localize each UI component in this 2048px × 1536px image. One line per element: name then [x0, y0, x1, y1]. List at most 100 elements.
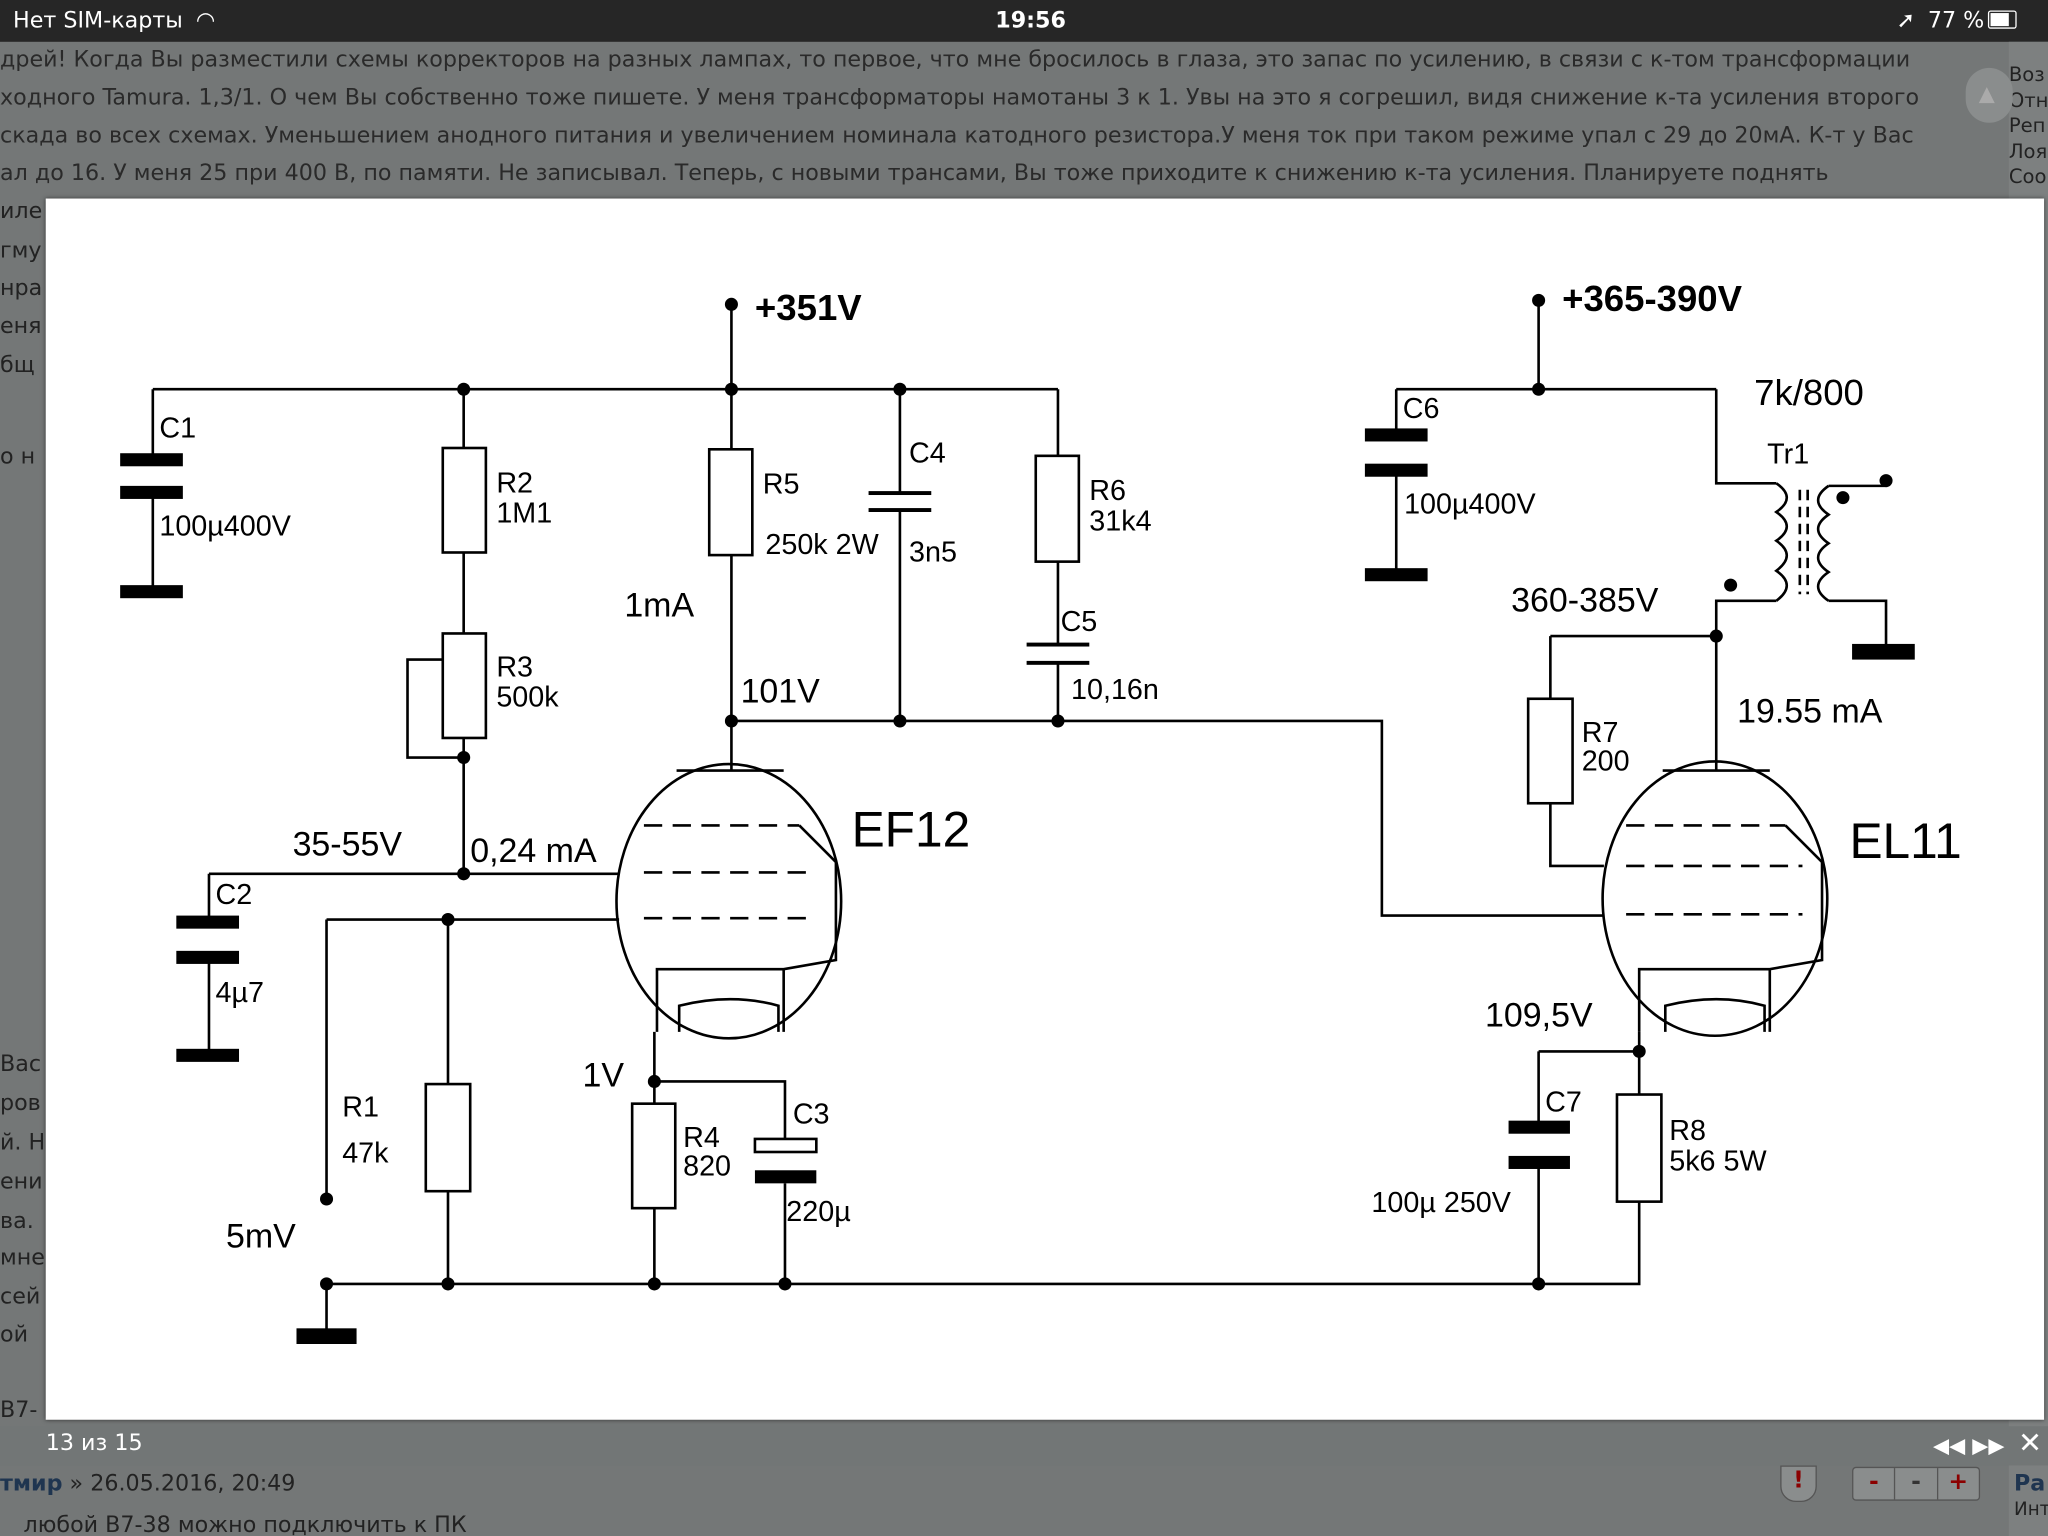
bg-fragment: ени — [0, 1168, 43, 1196]
voltage-label: +351V — [755, 287, 862, 328]
post-header: тмир » 26.05.2016, 20:49 — [0, 1471, 295, 1497]
tube-label: EF12 — [852, 801, 971, 857]
c4-label: C4 — [909, 437, 946, 469]
voltage-label: +365-390V — [1562, 278, 1743, 319]
bg-fragment: Вас — [0, 1051, 42, 1078]
sidebar-fragment: Реп — [2008, 113, 2046, 138]
report-button[interactable]: ! — [1780, 1465, 1817, 1503]
current-label: 0,24 mA — [470, 832, 597, 870]
vote-controls: - - + — [1852, 1466, 1981, 1501]
vote-minus-button[interactable]: - — [1853, 1468, 1896, 1500]
junction-dots — [319, 293, 1893, 1291]
c5-value: 10,16n — [1071, 674, 1159, 706]
r6-label: R6 — [1089, 475, 1126, 507]
bg-fragment: нра — [0, 275, 43, 302]
bg-fragment: сей — [0, 1283, 41, 1311]
post-text: любой В7-38 можно подключить к ПК — [23, 1512, 467, 1536]
r3-value: 500k — [496, 682, 559, 714]
status-bar: Нет SIM-карты ◠ 19:56 ➚ 77 % — [0, 0, 2048, 42]
battery-level: 77 % — [1927, 7, 1985, 34]
clock: 19:56 — [995, 7, 1066, 34]
r3-label: R3 — [496, 652, 533, 684]
r5-value: 250k 2W — [765, 529, 879, 561]
r7-label: R7 — [1582, 717, 1619, 749]
sidebar-fragment: Инт — [2014, 1499, 2048, 1521]
c1-label: C1 — [159, 413, 196, 445]
image-counter: 13 из 15 — [45, 1430, 143, 1457]
r8-value: 5k6 5W — [1669, 1145, 1767, 1177]
sidebar-fragment: Лоя — [2008, 139, 2048, 163]
transformer-ratio: 7k/800 — [1754, 372, 1864, 413]
vote-neutral-button[interactable]: - — [1896, 1468, 1938, 1500]
tube-label: EL11 — [1849, 813, 1961, 869]
bg-fragment: ров — [0, 1090, 41, 1117]
r2-value: 1M1 — [496, 497, 552, 529]
tube-ef12 — [615, 762, 843, 1040]
sidebar-fragment: Отн — [2008, 88, 2048, 112]
next-image-button[interactable]: ▶▶ — [1972, 1432, 2005, 1458]
c5-label: C5 — [1061, 606, 1098, 638]
sidebar-fragment: Воз — [2008, 62, 2045, 87]
post-line: ходного Tamura. 1,3/1. О чем Вы собствен… — [0, 84, 1920, 112]
bg-fragment: ва. — [0, 1208, 34, 1235]
r6-value: 31k4 — [1089, 505, 1151, 537]
wifi-icon: ◠ — [195, 7, 216, 34]
input-label: 5mV — [226, 1217, 296, 1255]
bg-fragment: й. Н — [0, 1129, 46, 1156]
voltage-label: 109,5V — [1485, 997, 1593, 1035]
c3-label: C3 — [793, 1098, 830, 1130]
r1-label: R1 — [342, 1092, 379, 1124]
bg-fragment: ой — [0, 1321, 29, 1348]
c2-label: C2 — [216, 879, 253, 911]
voltage-label: 35-55V — [293, 826, 403, 864]
r8-label: R8 — [1669, 1115, 1706, 1147]
resistors — [424, 446, 1663, 1210]
post-line: дрей! Когда Вы разместили схемы корректо… — [0, 47, 1911, 74]
r7-value: 200 — [1582, 746, 1630, 778]
c6-label: C6 — [1403, 393, 1440, 425]
bg-fragment: В7- — [0, 1397, 38, 1424]
scroll-up-button[interactable]: ▲ — [1965, 67, 2013, 123]
capacitor-plates — [120, 428, 1915, 1344]
c3-value: 220µ — [786, 1196, 850, 1228]
voltage-label: 101V — [741, 673, 821, 711]
sidebar-user-link[interactable]: Ра — [2014, 1470, 2046, 1497]
viewer-toolbar — [0, 1426, 2048, 1466]
r5-label: R5 — [763, 469, 800, 501]
r4-value: 820 — [683, 1151, 731, 1183]
current-label: 19.55 mA — [1737, 692, 1883, 730]
bg-fragment: о н — [0, 444, 36, 471]
vote-plus-button[interactable]: + — [1948, 1468, 1969, 1496]
bg-fragment: мне — [0, 1244, 45, 1271]
c1-value: 100µ400V — [159, 511, 291, 543]
c7-value: 100µ 250V — [1371, 1187, 1511, 1219]
image-viewer: +351V +365-390V C1 100µ400V R2 1M1 R3 50… — [45, 198, 2045, 1420]
c7-label: C7 — [1545, 1087, 1582, 1119]
battery-icon — [1987, 10, 2017, 29]
current-label: 1mA — [624, 586, 694, 624]
r2-label: R2 — [496, 467, 533, 499]
voltage-label: 360-385V — [1511, 581, 1659, 619]
tube-amplifier-schematic: +351V +365-390V C1 100µ400V R2 1M1 R3 50… — [120, 278, 1962, 1344]
tube-el11 — [1601, 760, 1829, 1038]
carrier-label: Нет SIM-карты — [13, 7, 183, 34]
post-line: ал до 16. У меня 25 при 400 В, по памяти… — [0, 160, 1829, 187]
sidebar-fragment: Соо — [2008, 164, 2047, 189]
post-meta: » 26.05.2016, 20:49 — [62, 1470, 296, 1497]
bg-fragment: гму — [0, 237, 42, 264]
c4-value: 3n5 — [909, 537, 957, 569]
bg-fragment: бщ — [0, 352, 35, 379]
previous-image-button[interactable]: ◀◀ — [1933, 1432, 1966, 1458]
transformer-label: Tr1 — [1767, 439, 1809, 471]
bg-fragment: еня — [0, 313, 42, 340]
voltage-label: 1V — [583, 1057, 625, 1095]
close-viewer-button[interactable]: ✕ — [2017, 1427, 2043, 1461]
bg-fragment: иле — [0, 198, 43, 225]
location-icon: ➚ — [1896, 7, 1916, 34]
c6-value: 100µ400V — [1404, 488, 1536, 520]
r1-value: 47k — [342, 1137, 389, 1169]
post-author-link[interactable]: тмир — [0, 1470, 63, 1497]
c2-value: 4µ7 — [216, 977, 265, 1009]
post-line: скада во всех схемах. Уменьшением анодно… — [0, 122, 1914, 149]
